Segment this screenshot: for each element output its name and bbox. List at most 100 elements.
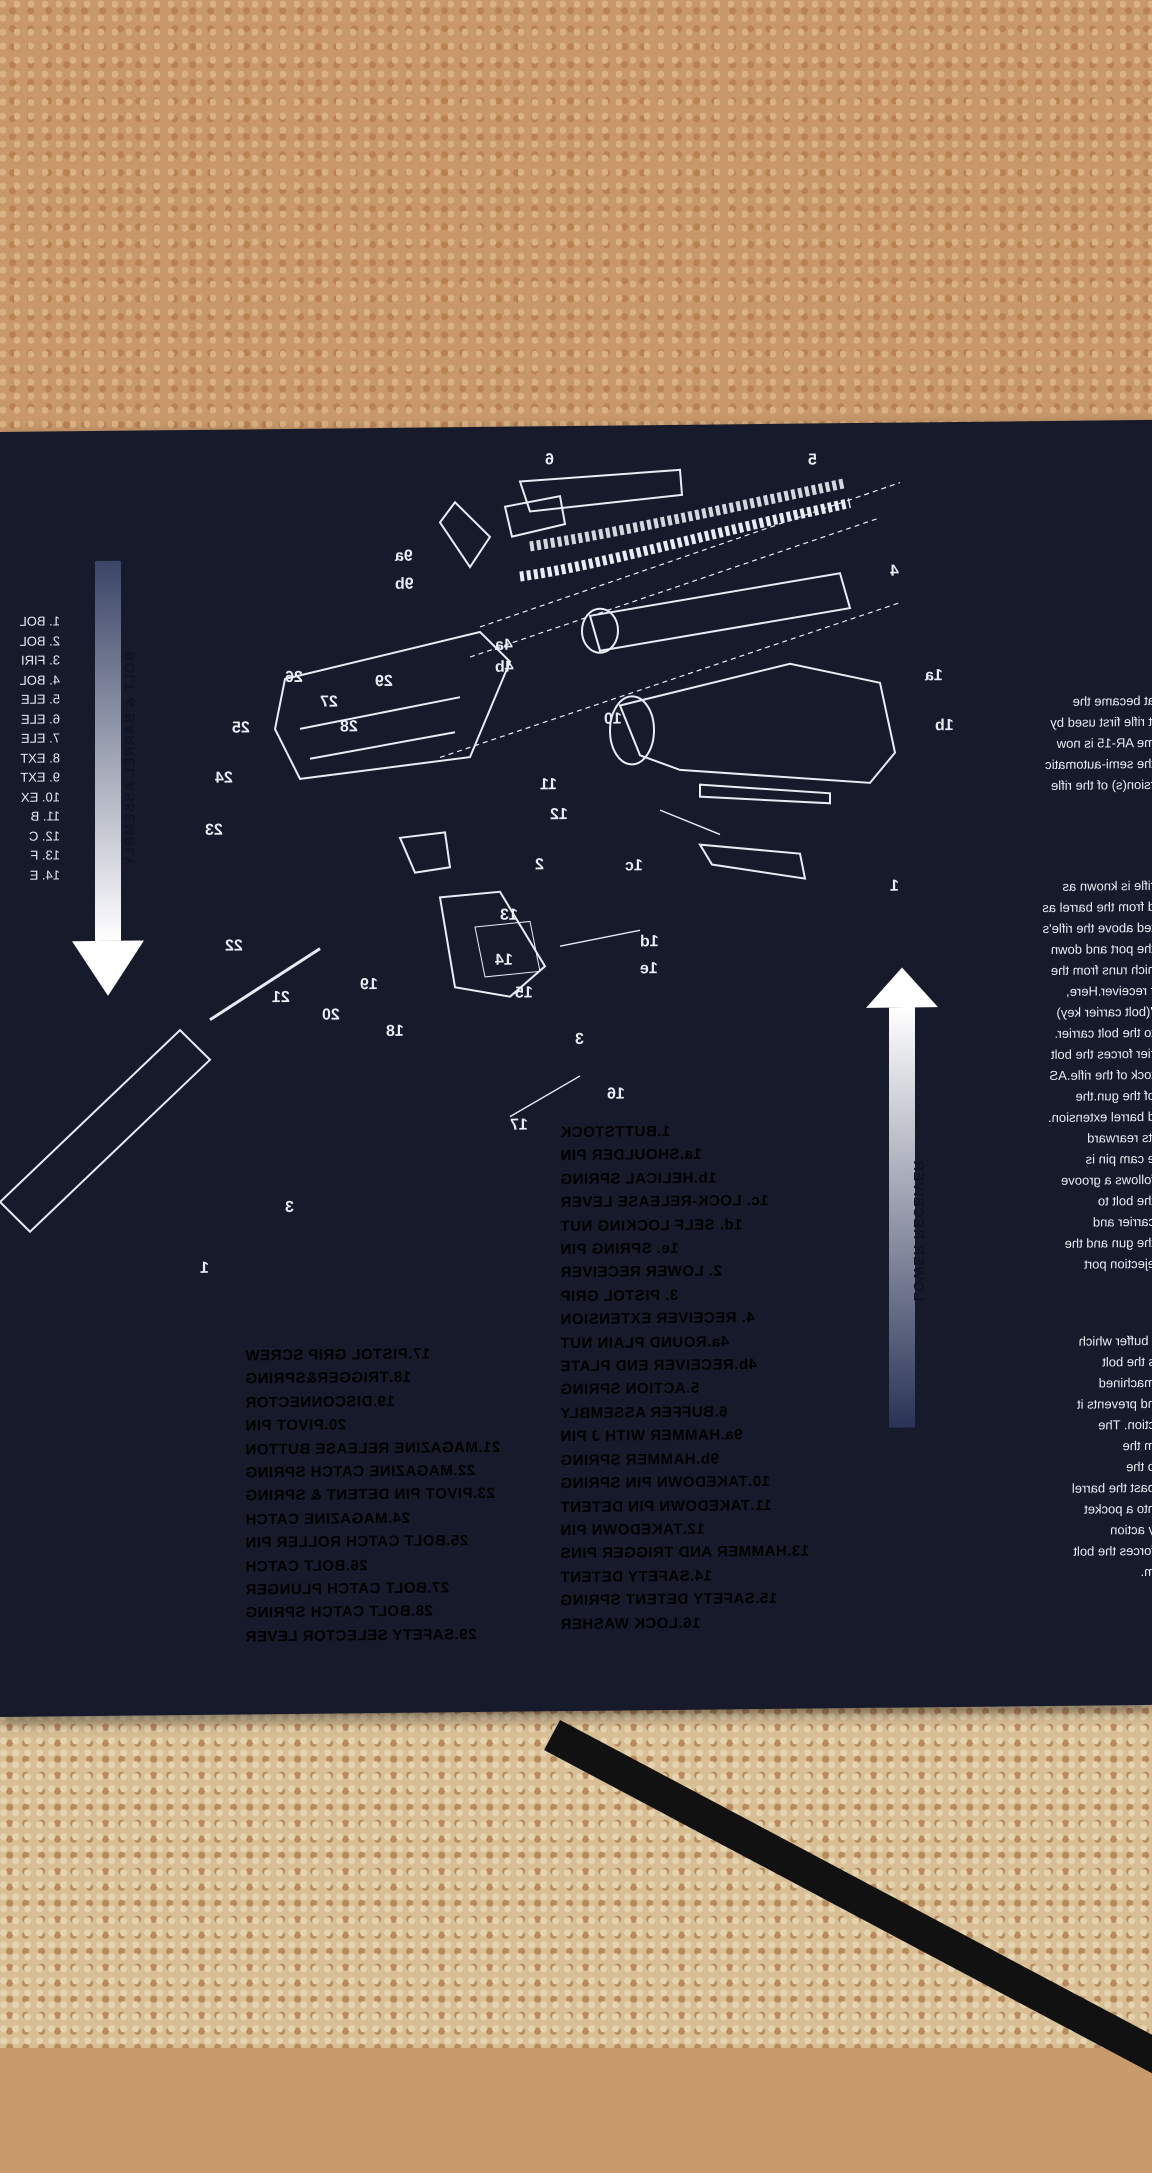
part-item: 1b.HELICAL SPRING — [560, 1169, 717, 1188]
part-number-label: 18 — [386, 1022, 404, 1040]
right-text-line: d from the barrel as — [1042, 898, 1152, 916]
right-text-line: tock of the rifle.AS — [1049, 1066, 1152, 1084]
part-number-label: 4b — [495, 658, 514, 676]
part-number-label: 4 — [890, 562, 899, 580]
left-edge-item: 6. ELE — [20, 710, 60, 727]
assembly-guides — [439, 482, 901, 758]
right-text-line: e cam pin is — [1085, 1150, 1152, 1167]
part-item: 25.BOLT CATCH ROLLER PIN — [245, 1532, 469, 1552]
left-edge-list: 1. BOL 2. BOL 3. FIRI 4. BOL 5. ELE 6. E… — [0, 611, 60, 885]
part-number-label: 27 — [320, 693, 338, 711]
parts-list-left: 17.PISTOL GRIP SCREW 18.TRIGGER&SPRING 1… — [245, 1341, 535, 1648]
part-item: 1c. LOCK-RELEASE LEVER — [560, 1192, 769, 1212]
right-text-line: carrier and — [1092, 1213, 1152, 1230]
part-item: 23.PIVOT PIN DETENT & SPRING — [245, 1485, 495, 1505]
right-text-line: s the bolt — [1102, 1353, 1152, 1370]
part-item: 19.DISCONNECTOR — [245, 1392, 395, 1412]
right-text-line: nto a pocket — [1084, 1500, 1152, 1517]
part-item: 15.SAFETY DETENT SPRING — [560, 1589, 778, 1610]
part-number-label: 21 — [272, 988, 290, 1007]
left-edge-item: 4. BOL — [19, 671, 60, 688]
part-item: 4b.RECEIVER END PLATE — [560, 1356, 757, 1376]
part-number-label: 1d — [640, 933, 659, 951]
right-text-line: ejection port — [1084, 1255, 1152, 1272]
right-text-line: its rearward — [1087, 1129, 1152, 1146]
right-text-line: of the gun.the — [1075, 1087, 1152, 1104]
right-text-line: nd prevents it — [1076, 1395, 1152, 1412]
right-text-line: m. — [1140, 1563, 1152, 1580]
part-number-label: 22 — [225, 937, 243, 955]
part-item: 1d. SELF LOCKING NUT — [560, 1215, 743, 1235]
left-edge-item: 10. EX — [20, 788, 60, 805]
cleaning-mat: 1.BUTTSTOCK 1a.SHOULDER PIN 1b.HELICAL S… — [0, 419, 1152, 1718]
part-item: 17.PISTOL GRIP SCREW — [245, 1345, 431, 1365]
part-item: 22.MAGAZINE CATCH SPRING — [245, 1462, 476, 1482]
part-number-label: 16 — [607, 1085, 625, 1103]
part-number-label: 29 — [375, 672, 393, 691]
part-item: 11.TAKEDOWN PIN DETENT — [560, 1496, 772, 1516]
right-text-line: o the — [1126, 1458, 1152, 1475]
part-item: 14.SAFETY DETENT — [560, 1567, 712, 1586]
left-edge-item: 12. C — [28, 827, 60, 844]
part-item: 28.BOLT CATCH SPRING — [245, 1602, 433, 1622]
part-item: 21.MAGAZINE RELEASE BUTTON — [245, 1438, 501, 1459]
part-item: 3. PISTOL GRIP — [560, 1286, 679, 1305]
part-number-label: 24 — [215, 769, 233, 787]
part-item: 26.BOLT CATCH — [245, 1556, 368, 1576]
right-text-line: forces the bolt — [1073, 1542, 1152, 1559]
right-text-line: rifle is known as — [1062, 877, 1152, 894]
part-number-label: 6 — [545, 451, 554, 469]
right-text-line: ted above the rifle's — [1042, 919, 1152, 937]
left-edge-item: 2. BOL — [19, 632, 60, 649]
part-item: 1.BUTTSTOCK — [560, 1122, 671, 1142]
part-item: 24.MAGAZINE CATCH — [245, 1509, 410, 1529]
left-edge-item: 9. EXT — [20, 769, 60, 785]
part-number-label: 3 — [575, 1030, 584, 1048]
part-number-label: 4a — [495, 636, 513, 654]
part-item: 27.BOLT CATCH PLUNGER — [245, 1579, 450, 1599]
part-item: 18.TRIGGER&SPRING — [245, 1369, 412, 1388]
left-edge-item: 8. EXT — [20, 749, 60, 766]
part-number-label: 1 — [200, 1259, 209, 1277]
part-number-label: 14 — [495, 951, 513, 969]
right-text-line: d barrel extension. — [1048, 1108, 1152, 1126]
exploded-diagram — [0, 468, 897, 1234]
right-text-line: lt rifle first used by — [1050, 713, 1152, 731]
part-number-label: 9b — [395, 575, 414, 593]
parts-list-right: 1.BUTTSTOCK 1a.SHOULDER PIN 1b.HELICAL S… — [560, 1118, 880, 1636]
part-number-label: 10 — [604, 710, 622, 728]
part-number-label: 20 — [322, 1006, 340, 1024]
right-text-line: m the — [1122, 1437, 1152, 1454]
part-item: 1a.SHOULDER PIN — [560, 1146, 702, 1165]
part-number-label: 1a — [925, 667, 943, 685]
right-text-line: y action — [1110, 1521, 1152, 1538]
part-number-label: 1 — [890, 877, 899, 895]
part-number-label: 13 — [500, 906, 518, 924]
right-text-line: to the bolt carrier. — [1054, 1024, 1152, 1041]
part-item: 29.SAFETY SELECTOR LEVER — [245, 1625, 477, 1646]
part-item: 1e. SPRING PIN — [560, 1239, 679, 1259]
right-text-line: the port and down — [1050, 940, 1152, 957]
left-edge-item: 3. FIRI — [20, 652, 60, 668]
part-number-label: 26 — [285, 668, 303, 687]
part-item: 20.PIVOT PIN — [245, 1416, 347, 1435]
part-number-label: 3 — [285, 1198, 294, 1217]
part-item: 4. RECEIVER EXTENSION — [560, 1309, 755, 1329]
part-number-label: 25 — [232, 719, 250, 737]
right-text-line: ction. The — [1098, 1416, 1152, 1433]
right-text-line: at became the — [1072, 692, 1152, 709]
part-item: 13.HAMMER AND TRIGGER PINS — [560, 1542, 810, 1563]
part-item: 12.TAKEDOWN PIN — [560, 1520, 705, 1540]
left-edge-item: 1. BOL — [19, 613, 60, 629]
part-number-label: 9a — [395, 547, 413, 565]
left-edge-item: 13. F — [30, 847, 60, 863]
part-number-label: 5 — [808, 451, 817, 469]
left-edge-item: 14. E — [29, 866, 60, 883]
part-item: 16.LOCK WASHER — [560, 1614, 701, 1633]
right-text-line: l buffer which — [1078, 1332, 1152, 1349]
left-arrow-icon — [72, 560, 144, 996]
part-number-label: 2 — [535, 856, 544, 874]
part-number-label: 1e — [640, 960, 658, 978]
right-text-line: past the barrel — [1071, 1479, 1152, 1496]
right-text-line: the semi-automatic — [1045, 755, 1152, 773]
